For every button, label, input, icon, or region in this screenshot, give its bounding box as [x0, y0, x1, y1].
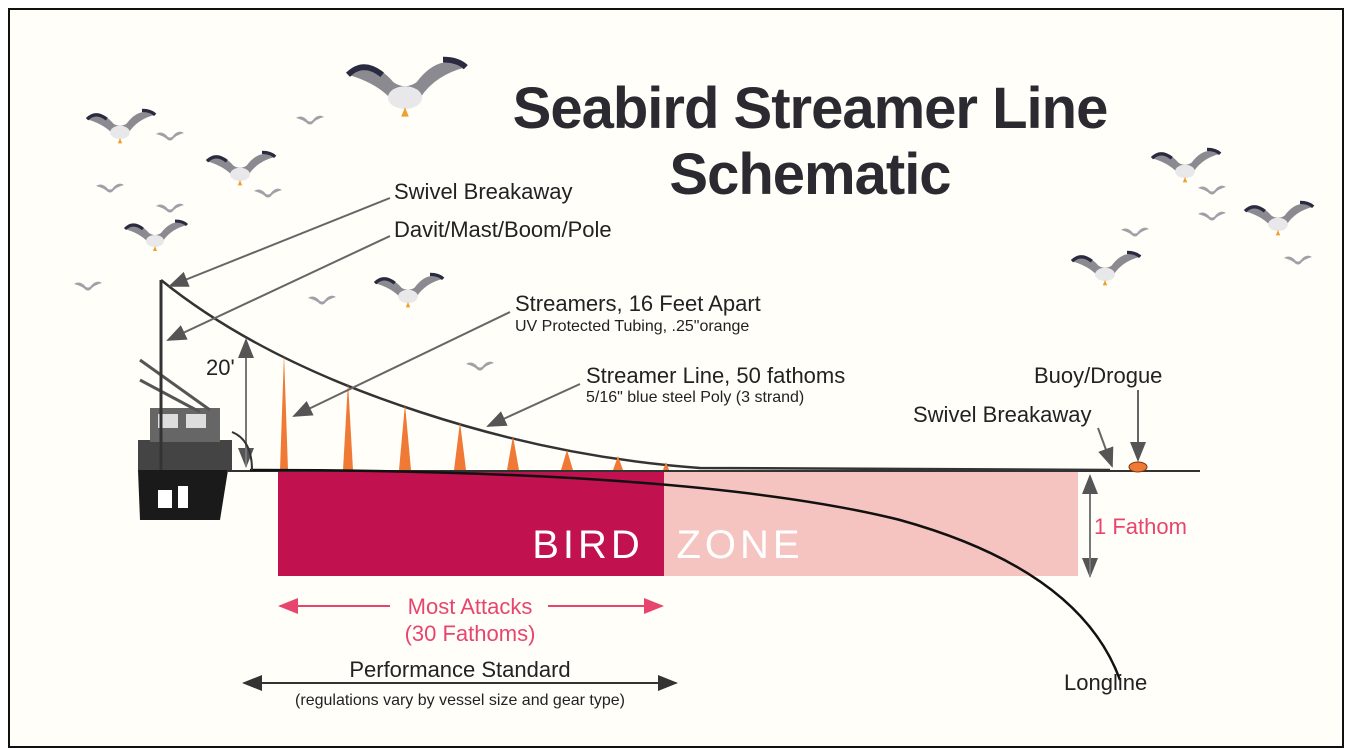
height-label: 20' — [206, 355, 235, 380]
streamer-line — [160, 279, 1111, 472]
diagram-frame — [8, 8, 1344, 748]
bird-zone-light — [664, 472, 1078, 576]
most-attacks-label: Most Attacks — [408, 594, 533, 619]
performance-label: Performance Standard — [349, 657, 570, 682]
vessel-icon — [138, 358, 232, 520]
bird-zone-dark — [278, 472, 664, 576]
davit-label: Davit/Mast/Boom/Pole — [394, 217, 612, 242]
longline-curve — [249, 468, 1122, 681]
swivel-breakaway-label: Swivel Breakaway — [394, 179, 573, 204]
performance-sublabel: (regulations vary by vessel size and gea… — [295, 692, 625, 709]
streamers-sublabel: UV Protected Tubing, .25"orange — [515, 318, 749, 335]
streamers-label: Streamers, 16 Feet Apart — [515, 291, 761, 316]
title-line-2: Schematic — [669, 142, 950, 207]
fathom-label: 1 Fathom — [1094, 514, 1187, 539]
swivel-breakaway-right-label: Swivel Breakaway — [913, 402, 1092, 427]
title-line-1: Seabird Streamer Line — [513, 76, 1108, 141]
streamer-line-sublabel: 5/16" blue steel Poly (3 strand) — [586, 389, 804, 406]
bird-label: BIRD — [532, 523, 644, 567]
buoy-label: Buoy/Drogue — [1034, 363, 1162, 388]
longline-label: Longline — [1064, 670, 1147, 695]
most-attacks-sublabel: (30 Fathoms) — [405, 621, 536, 646]
streamer-line-label: Streamer Line, 50 fathoms — [586, 363, 845, 388]
zone-label: ZONE — [676, 523, 803, 567]
buoy-icon — [1128, 461, 1148, 473]
streamers — [280, 354, 669, 470]
